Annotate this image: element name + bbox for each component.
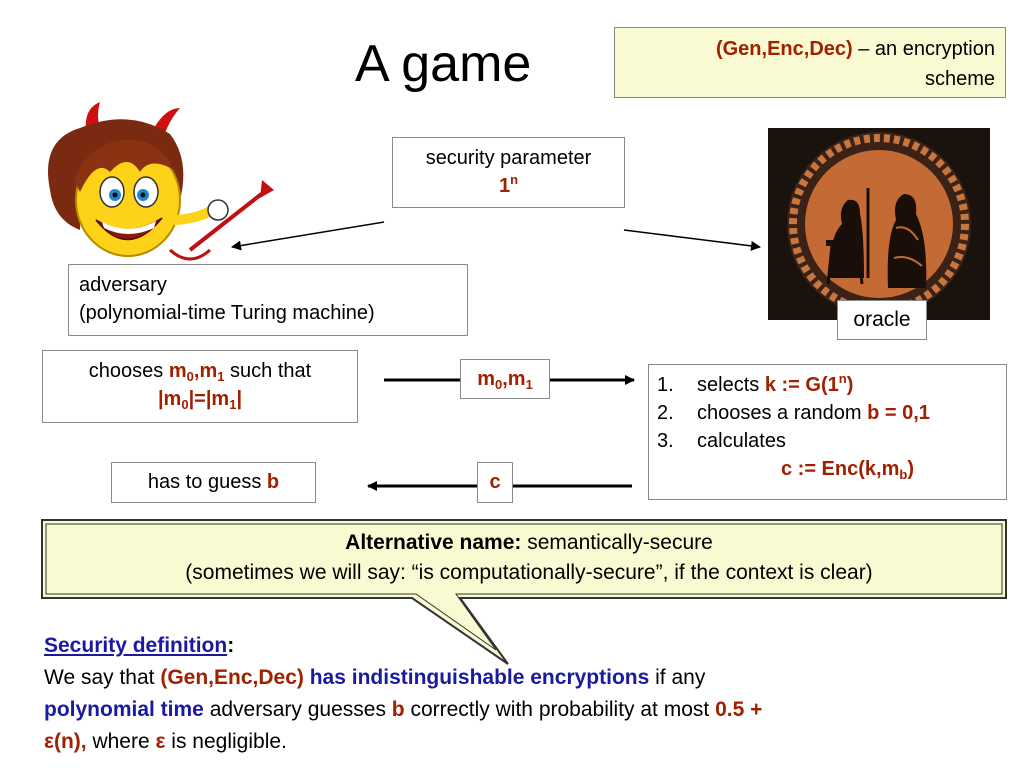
- devil-adversary-icon: [48, 102, 274, 261]
- alternative-name-callout: Alternative name: semantically-secure (s…: [185, 531, 873, 584]
- oracle-steps-box: 1.selects k := G(1n) 2.chooses a random …: [648, 364, 1007, 500]
- oracle-label: oracle: [853, 308, 911, 331]
- guess-box: has to guess b: [111, 462, 316, 503]
- adversary-label: adversary: [79, 274, 167, 296]
- list-item: 2.chooses a random b = 0,1: [657, 402, 930, 424]
- list-item: 3.calculates: [657, 430, 786, 452]
- oracle-box: oracle: [837, 300, 927, 340]
- adversary-box: adversary (polynomial-time Turing machin…: [68, 264, 468, 336]
- message-length-condition: |m0|=|m1|: [157, 388, 243, 412]
- scheme-note: (Gen,Enc,Dec) – an encryption scheme: [614, 27, 1006, 98]
- security-parameter-box: security parameter 1n: [392, 137, 625, 208]
- ciphertext-formula: c := Enc(k,mb): [780, 458, 914, 482]
- chooses-messages-box: chooses m0,m1 such that |m0|=|m1|: [42, 350, 358, 423]
- arrow-to-oracle: [623, 229, 761, 251]
- oracle-steps-list: 1.selects k := G(1n) 2.chooses a random …: [657, 371, 998, 455]
- scheme-desc-line2: scheme: [924, 68, 995, 90]
- ciphertext-label: c: [477, 462, 513, 503]
- security-parameter-value: 1n: [498, 172, 519, 197]
- scheme-desc: – an encryption: [852, 38, 995, 60]
- adversary-description: (polynomial-time Turing machine): [79, 302, 375, 324]
- security-parameter-label: security parameter: [425, 147, 592, 169]
- security-definition: Security definition: We say that (Gen,En…: [44, 634, 763, 753]
- scheme-name: (Gen,Enc,Dec): [715, 38, 853, 60]
- page-title: A game: [355, 35, 532, 93]
- greek-vase-oracle-icon: [768, 128, 990, 320]
- security-definition-heading: Security definition: [44, 634, 228, 657]
- messages-label: m0,m1: [460, 359, 550, 399]
- list-item: 1.selects k := G(1n): [657, 371, 854, 396]
